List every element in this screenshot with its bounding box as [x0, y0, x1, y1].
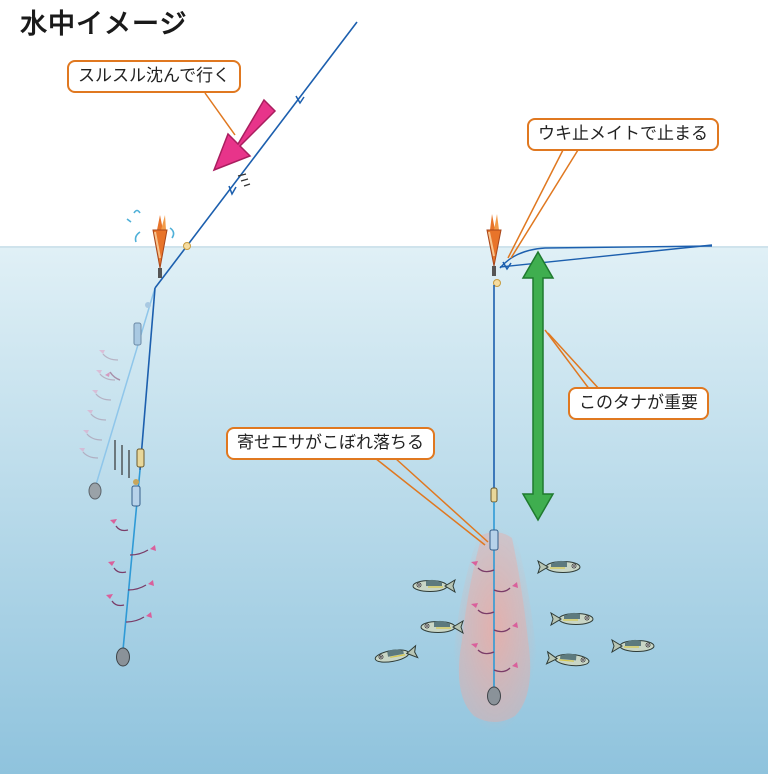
swivel-icon	[133, 302, 151, 346]
sinker-icon	[88, 482, 102, 500]
left-faint-line	[94, 287, 156, 489]
callout-depth: このタナが重要	[568, 387, 709, 420]
callout-depth-text: このタナが重要	[579, 393, 698, 413]
right-surface-line-curve	[499, 245, 713, 269]
callout-pointers	[204, 92, 601, 546]
swivel-icon	[490, 487, 498, 503]
callout-chum: 寄せエサがこぼれ落ちる	[226, 427, 435, 460]
motion-lines-icon	[237, 173, 251, 187]
swivel-icon	[136, 448, 145, 468]
hook-icon	[111, 525, 149, 623]
callout-stopper: ウキ止メイトで止まる	[527, 118, 719, 151]
sinker-icon	[487, 686, 501, 706]
motion-lines-icon	[114, 440, 130, 478]
callout-stopper-text: ウキ止メイトで止まる	[538, 124, 708, 144]
depth-arrow-icon	[521, 250, 555, 522]
hook-bait-icon	[106, 519, 156, 618]
sinker-icon	[116, 647, 130, 667]
left-rig-line	[139, 287, 156, 471]
stopper-bead-icon	[493, 279, 501, 287]
float-icon	[486, 214, 502, 276]
hook-bait-icon	[471, 561, 518, 668]
callout-sinking-text: スルスル沈んで行く	[78, 66, 231, 86]
water-area	[0, 247, 768, 774]
stopper-bead-icon	[183, 242, 191, 250]
faint-hooks	[79, 350, 121, 459]
stopper-knot-icon	[502, 261, 512, 271]
hook-icon	[477, 567, 511, 673]
swivel-icon	[131, 479, 141, 507]
callout-sinking: スルスル沈んで行く	[67, 60, 242, 93]
callout-chum-text: 寄せエサがこぼれ落ちる	[237, 433, 424, 453]
page-title: 水中イメージ	[20, 9, 188, 40]
float-icon	[152, 215, 168, 278]
line-marker-icon	[228, 95, 305, 196]
sinking-arrow-icon	[212, 98, 277, 172]
swivel-icon	[489, 529, 499, 551]
splash-icon	[126, 209, 175, 243]
